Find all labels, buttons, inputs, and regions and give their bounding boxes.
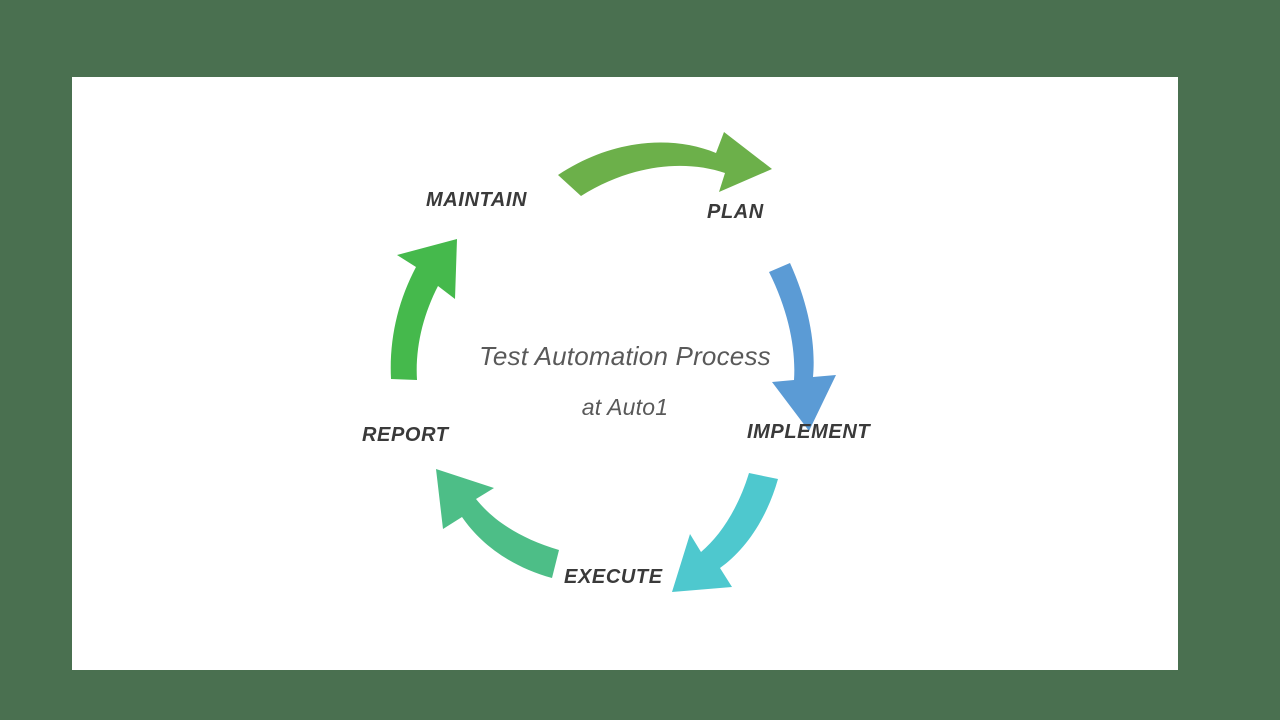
arrow-implement-to-execute: [672, 473, 778, 592]
stage-label-maintain: MAINTAIN: [426, 189, 528, 211]
arrow-maintain-to-plan: [558, 132, 772, 196]
stage-label-execute: EXECUTE: [564, 566, 663, 588]
stage-label-report: REPORT: [362, 424, 449, 446]
stage-label-implement: IMPLEMENT: [747, 421, 871, 443]
cycle-diagram: PLAN IMPLEMENT EXECUTE REPORT MAINTAIN T…: [72, 77, 1178, 670]
arrow-plan-to-implement: [769, 263, 836, 431]
slide-card: PLAN IMPLEMENT EXECUTE REPORT MAINTAIN T…: [72, 77, 1178, 670]
arrow-report-to-maintain: [390, 239, 457, 380]
stage-label-plan: PLAN: [707, 201, 764, 223]
arrow-execute-to-report: [436, 469, 559, 578]
cycle-arrows-group: [390, 132, 836, 592]
